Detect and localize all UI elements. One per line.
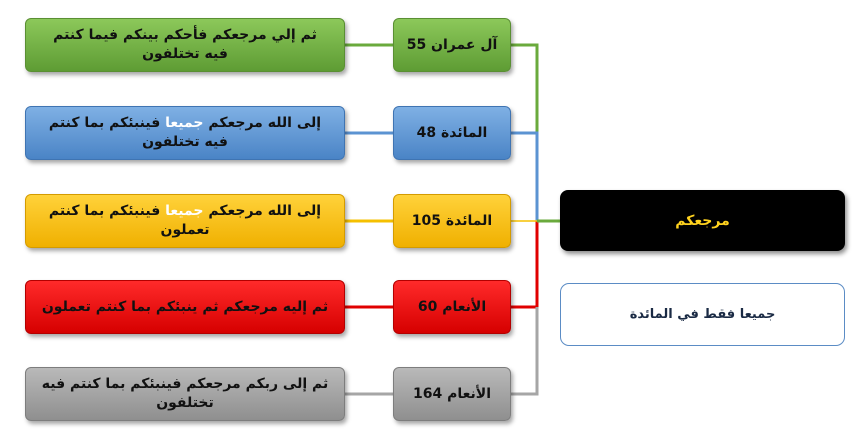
reference-box-row-3: المائدة 105 — [393, 194, 511, 248]
reference-label-row-5: الأنعام 164 — [413, 386, 492, 402]
quote-box-row-3: إلى الله مرجعكم جميعا فينبئكم بما كنتم ت… — [25, 194, 345, 248]
quote-box-row-2: إلى الله مرجعكم جميعا فينبئكم بما كنتم ف… — [25, 106, 345, 160]
reference-box-row-1: آل عمران 55 — [393, 18, 511, 72]
connector-row-1-right — [511, 43, 539, 133]
highlight-word-row-3: جميعا — [165, 203, 204, 219]
reference-box-row-2: المائدة 48 — [393, 106, 511, 160]
quote-box-row-4: ثم إليه مرجعكم ثم ينبئكم بما كنتم تعملون — [25, 280, 345, 334]
connector-row-4-right — [511, 221, 539, 309]
reference-label-row-4: الأنعام 60 — [417, 299, 487, 315]
quote-box-row-1: ثم إلي مرجعكم فأحكم بينكم فيما كنتم فيه … — [25, 18, 345, 72]
quote-text-row-5: ثم إلى ربكم مرجعكم فينبئكم بما كنتم فيه … — [41, 376, 329, 411]
reference-label-row-1: آل عمران 55 — [406, 37, 498, 53]
quote-text-row-1: ثم إلي مرجعكم فأحكم بينكم فيما كنتم فيه … — [53, 27, 317, 62]
highlight-word-row-2: جميعا — [165, 115, 204, 131]
reference-label-row-3: المائدة 105 — [411, 213, 493, 229]
main-keyword-label: مرجعكم — [675, 212, 730, 229]
reference-box-row-5: الأنعام 164 — [393, 367, 511, 421]
quote-text-row-2: إلى الله مرجعكم جميعا فينبئكم بما كنتم ف… — [48, 115, 322, 150]
connector-row-5-right — [511, 307, 539, 396]
quote-box-row-5: ثم إلى ربكم مرجعكم فينبئكم بما كنتم فيه … — [25, 367, 345, 421]
main-keyword-box: مرجعكم — [560, 190, 845, 251]
quote-text-row-3: إلى الله مرجعكم جميعا فينبئكم بما كنتم ت… — [48, 203, 322, 238]
connector-row-2-right — [511, 131, 539, 221]
reference-box-row-4: الأنعام 60 — [393, 280, 511, 334]
quote-text-row-4: ثم إليه مرجعكم ثم ينبئكم بما كنتم تعملون — [41, 298, 329, 315]
reference-label-row-2: المائدة 48 — [416, 125, 488, 141]
note-label: جميعا فقط في المائدة — [629, 307, 776, 322]
note-box: جميعا فقط في المائدة — [560, 283, 845, 346]
